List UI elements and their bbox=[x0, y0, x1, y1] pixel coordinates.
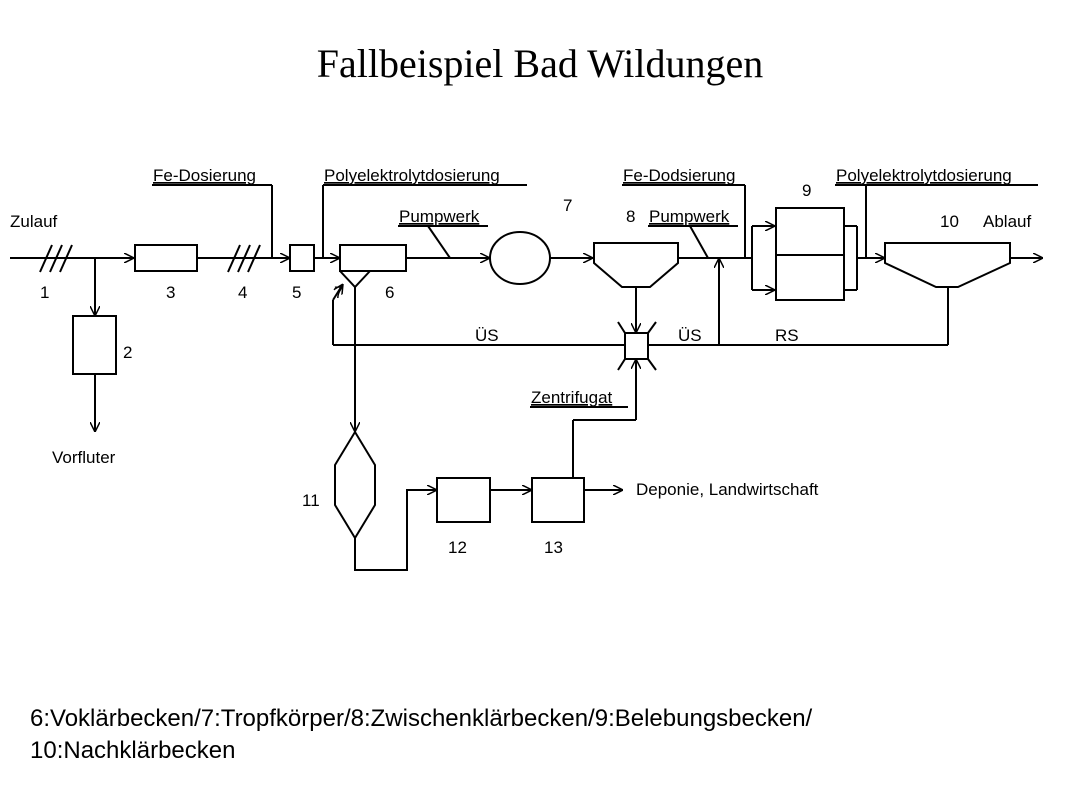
number-8: 8 bbox=[626, 207, 635, 226]
label-poly-dosierung-1: Polyelektrolytdosierung bbox=[324, 166, 500, 185]
unit-12 bbox=[436, 477, 491, 523]
number-3: 3 bbox=[166, 283, 175, 302]
sludge-junction bbox=[624, 332, 649, 360]
unit-13 bbox=[531, 477, 585, 523]
label-ablauf: Ablauf bbox=[983, 212, 1031, 231]
legend-caption: 6:Voklärbecken/7:Tropfkörper/8:Zwischenk… bbox=[30, 703, 1050, 767]
number-2: 2 bbox=[123, 343, 132, 362]
aeration-tank-9 bbox=[751, 207, 858, 301]
tank-2 bbox=[72, 315, 117, 375]
fe-dosing-1 bbox=[152, 184, 273, 258]
fe-dosing-2 bbox=[622, 184, 746, 258]
label-fe-dosierung-2: Fe-Dodsierung bbox=[623, 166, 735, 185]
number-7b: 7 bbox=[563, 196, 572, 215]
label-rs: RS bbox=[775, 326, 799, 345]
label-pumpwerk-2: Pumpwerk bbox=[649, 207, 730, 226]
intermediate-clarifier-8 bbox=[593, 242, 679, 333]
page-title: Fallbeispiel Bad Wildungen bbox=[316, 41, 764, 86]
pumpwerk-2-leader bbox=[648, 225, 738, 259]
label-us-1: ÜS bbox=[475, 326, 499, 345]
digester-11 bbox=[334, 430, 376, 540]
sludge-treatment bbox=[334, 430, 623, 571]
trickling-filter-7 bbox=[489, 231, 551, 285]
number-13: 13 bbox=[544, 538, 563, 557]
mixer-5 bbox=[289, 244, 315, 272]
label-poly-dosierung-2: Polyelektrolytdosierung bbox=[836, 166, 1012, 185]
label-pumpwerk-1: Pumpwerk bbox=[399, 207, 480, 226]
number-12: 12 bbox=[448, 538, 467, 557]
label-deponie: Deponie, Landwirtschaft bbox=[636, 480, 819, 499]
caption-line-1: 6:Voklärbecken/7:Tropfkörper/8:Zwischenk… bbox=[30, 705, 813, 732]
number-7a: 7 bbox=[334, 283, 343, 302]
number-10: 10 bbox=[940, 212, 959, 231]
sludge-return-line bbox=[332, 258, 949, 371]
bypass-branch bbox=[72, 258, 117, 432]
caption-line-2: 10:Nachklärbecken bbox=[30, 737, 236, 764]
poly-dosing-2 bbox=[835, 184, 1038, 258]
label-fe-dosierung-1: Fe-Dosierung bbox=[153, 166, 256, 185]
label-zulauf: Zulauf bbox=[10, 212, 58, 231]
centrate-line bbox=[530, 359, 636, 478]
screen-4 bbox=[227, 244, 261, 273]
label-vorfluter: Vorfluter bbox=[52, 448, 116, 467]
label-zentrifugat: Zentrifugat bbox=[531, 388, 613, 407]
number-6: 6 bbox=[385, 283, 394, 302]
number-5: 5 bbox=[292, 283, 301, 302]
number-11: 11 bbox=[302, 491, 320, 510]
final-clarifier-10 bbox=[884, 242, 1011, 288]
number-9: 9 bbox=[802, 181, 811, 200]
label-us-2: ÜS bbox=[678, 326, 702, 345]
pumpwerk-1-leader bbox=[398, 225, 488, 259]
unit-3 bbox=[134, 244, 198, 272]
number-4: 4 bbox=[238, 283, 247, 302]
number-1: 1 bbox=[40, 283, 49, 302]
screen-1 bbox=[39, 244, 73, 273]
poly-dosing-1 bbox=[322, 184, 527, 258]
primary-clarifier-6 bbox=[339, 244, 407, 432]
